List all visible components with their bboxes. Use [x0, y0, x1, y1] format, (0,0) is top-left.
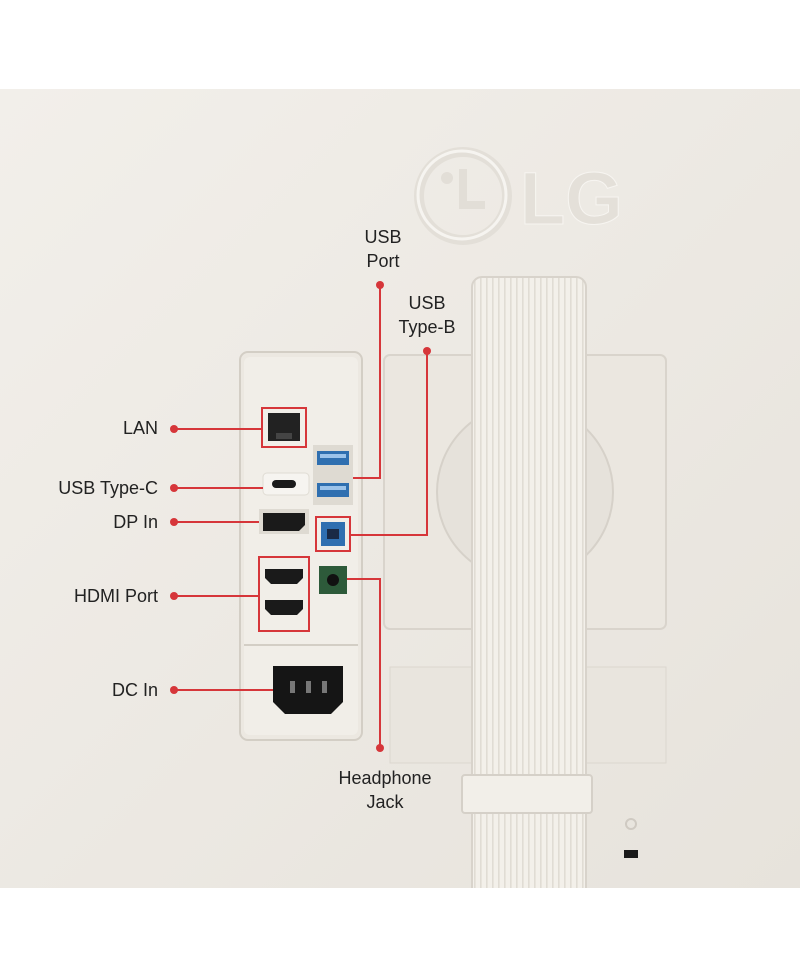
- label-usb-port-line2: Port: [366, 251, 400, 271]
- usb-b-port: [315, 516, 351, 552]
- callout-line-usb-port-h: [353, 477, 381, 479]
- label-dc-in: DC In: [111, 680, 158, 700]
- label-headphone-jack-line1: Headphone: [338, 768, 432, 788]
- headphone-jack: [319, 566, 347, 594]
- label-dp-in: DP In: [113, 512, 158, 532]
- label-headphone-jack: Headphone Jack: [320, 766, 450, 814]
- callout-line-dc-in: [174, 689, 273, 691]
- monitor-back-illustration: LG: [0, 89, 800, 888]
- label-hdmi-port: HDMI Port: [73, 586, 158, 606]
- callout-dot-headphone: [376, 744, 384, 752]
- stand-pillar: [461, 276, 593, 888]
- label-usb-port: USB Port: [343, 225, 423, 273]
- label-headphone-jack-line2: Jack: [366, 792, 404, 812]
- monitor-back-photo: LG: [0, 89, 800, 888]
- kensington-lock-slot: [624, 818, 638, 858]
- label-usb-type-c: USB Type-C: [58, 478, 158, 498]
- callout-line-headphone-v: [379, 578, 381, 746]
- displayport-port: [259, 509, 309, 534]
- lan-port: [261, 407, 307, 448]
- usb-c-port: [262, 472, 310, 496]
- usb-a-ports: [313, 445, 353, 505]
- callout-line-usb-port-v: [379, 285, 381, 479]
- label-usb-type-b-line2: Type-B: [398, 317, 456, 337]
- label-lan: LAN: [122, 418, 158, 438]
- callout-line-headphone-h: [347, 578, 381, 580]
- dc-in-socket: [273, 666, 343, 714]
- lg-logo: LG: [414, 147, 623, 245]
- label-usb-port-line1: USB: [364, 227, 402, 247]
- callout-line-usb-type-c: [174, 487, 263, 489]
- label-usb-type-b: USB Type-B: [387, 291, 467, 339]
- hdmi-ports: [258, 556, 310, 632]
- callout-line-usb-type-b-v: [426, 351, 428, 536]
- callout-line-dp-in: [174, 521, 259, 523]
- callout-line-hdmi: [174, 595, 259, 597]
- label-usb-type-b-line1: USB: [408, 293, 446, 313]
- svg-text:LG: LG: [520, 157, 623, 240]
- callout-line-usb-type-b-h: [350, 534, 428, 536]
- callout-line-lan: [174, 428, 262, 430]
